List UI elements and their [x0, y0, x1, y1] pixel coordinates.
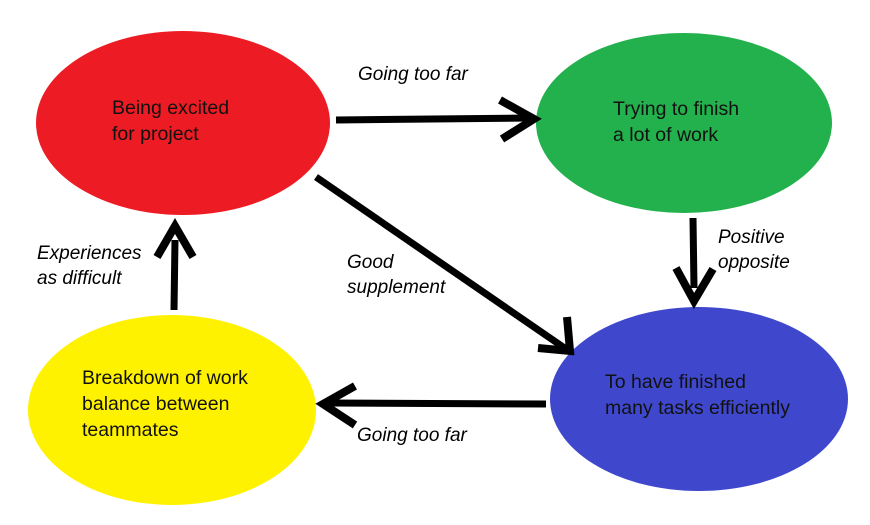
edge-label-positive-opposite: Positive opposite	[718, 227, 790, 274]
arrow-blue-to-yellow	[315, 382, 547, 429]
node-ellipse-green[interactable]	[536, 33, 832, 213]
node-ellipse-blue[interactable]	[550, 307, 848, 491]
arrow-red-to-blue	[314, 174, 575, 356]
arrow-green-to-blue	[672, 217, 717, 310]
edge-label-going-too-far-top: Going too far	[358, 64, 468, 85]
node-ellipse-yellow[interactable]	[28, 315, 316, 505]
arrow-red-to-green	[335, 96, 542, 143]
node-ellipse-red[interactable]	[36, 31, 330, 215]
edge-label-going-too-far-bottom: Going too far	[357, 425, 467, 446]
edge-label-experiences-as-difficult: Experiences as difficult	[37, 243, 142, 290]
arrow-yellow-to-red	[153, 218, 197, 311]
edge-label-good-supplement: Good supplement	[347, 252, 446, 299]
